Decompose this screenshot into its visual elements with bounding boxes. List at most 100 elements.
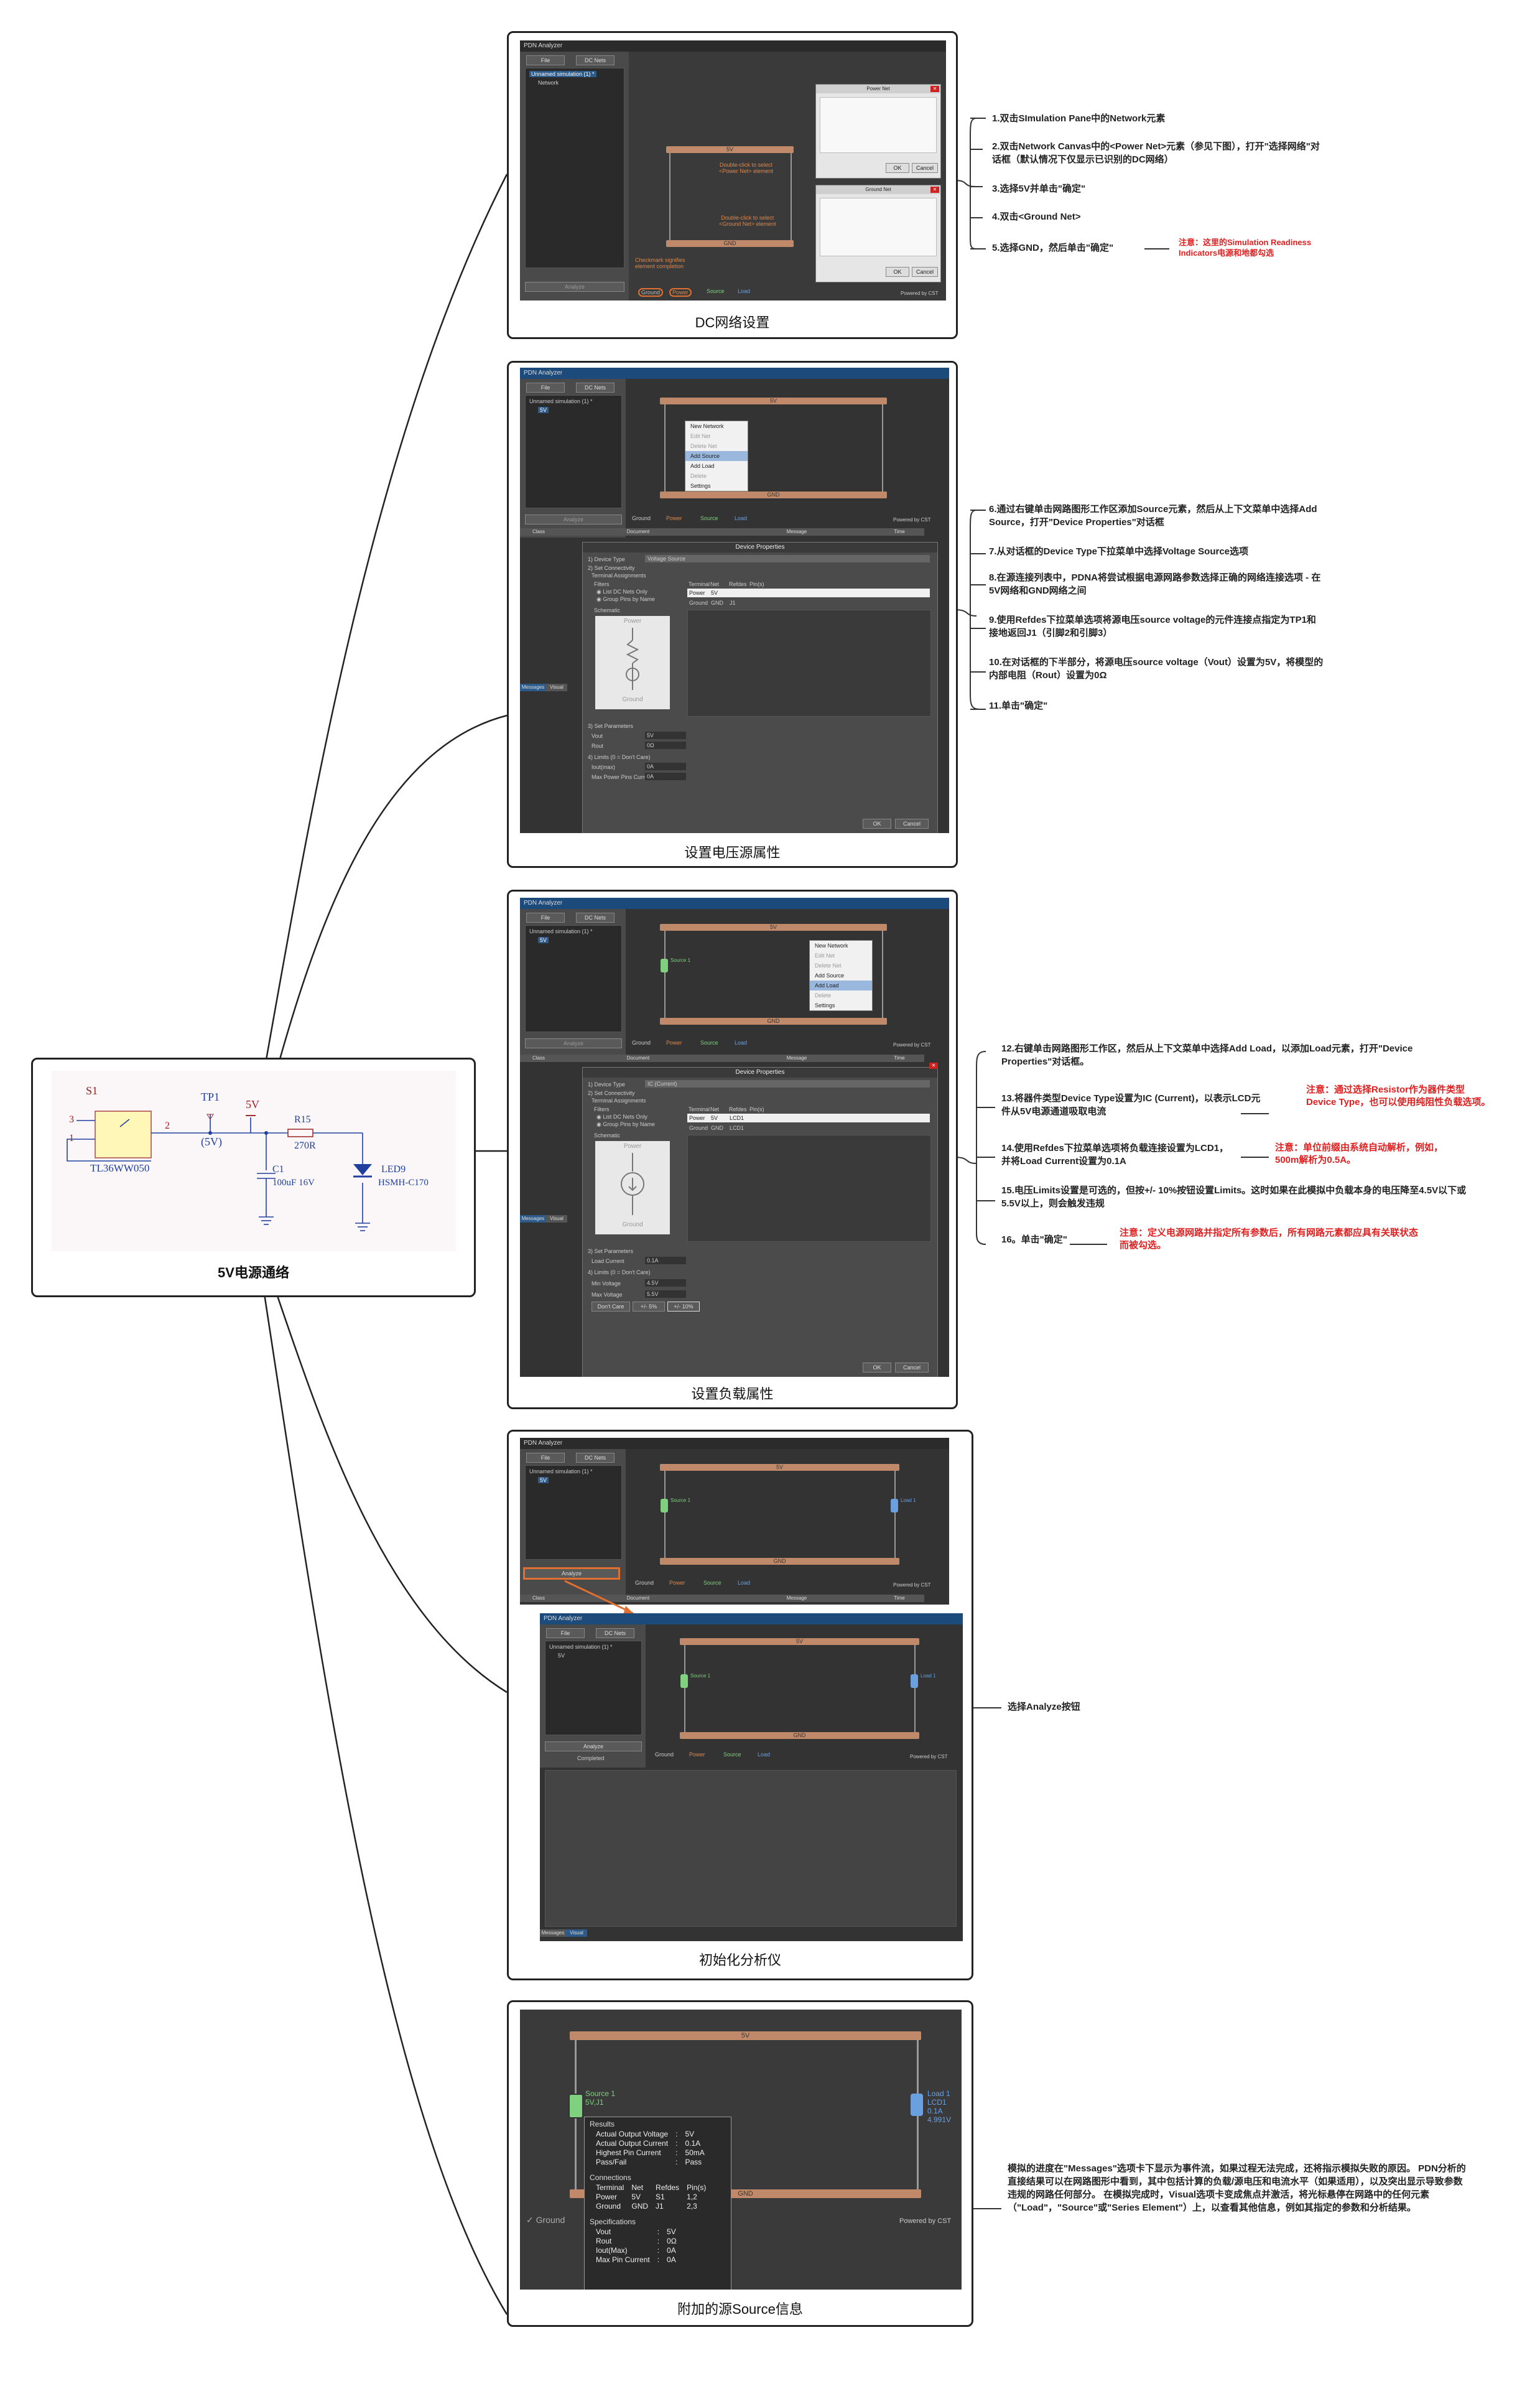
power-net-bar[interactable]: 5V bbox=[680, 1638, 919, 1645]
ctx-settings[interactable]: Settings bbox=[690, 483, 711, 489]
ground-net-bar[interactable]: GND bbox=[660, 1558, 899, 1565]
sim-tree-5v[interactable]: 5V bbox=[538, 407, 549, 413]
file-tab[interactable]: File bbox=[526, 1453, 565, 1463]
power-net-bar[interactable]: 5V bbox=[666, 146, 794, 153]
dont-care-button[interactable]: Don't Care bbox=[591, 1302, 630, 1312]
source-element[interactable] bbox=[661, 959, 668, 972]
ctx-new-network[interactable]: New Network bbox=[815, 943, 848, 949]
dc-nets-tab[interactable]: DC Nets bbox=[576, 55, 615, 65]
power-net-bar[interactable]: 5V bbox=[570, 2031, 921, 2040]
ctx-delete-net[interactable]: Delete Net bbox=[690, 443, 717, 449]
visual-tab[interactable]: Visual bbox=[546, 1215, 567, 1223]
max-pin-current-input[interactable]: 0A bbox=[645, 773, 686, 780]
list-dc-nets-option[interactable]: ◉ List DC Nets Only bbox=[596, 1114, 647, 1120]
rout-input[interactable]: 0Ω bbox=[645, 742, 686, 749]
file-tab[interactable]: File bbox=[526, 55, 565, 65]
ground-net-bar[interactable]: GND bbox=[680, 1732, 919, 1739]
power-net-list[interactable] bbox=[820, 97, 937, 153]
dc-nets-tab[interactable]: DC Nets bbox=[576, 913, 615, 923]
terminal-row-ground[interactable]: Ground GND LCD1 bbox=[689, 1125, 744, 1131]
col-document[interactable]: Document bbox=[557, 528, 719, 536]
col-message[interactable]: Message bbox=[719, 1595, 874, 1602]
pm5-button[interactable]: +/- 5% bbox=[633, 1302, 665, 1312]
source-element[interactable] bbox=[661, 1499, 668, 1512]
ground-net-bar[interactable]: GND bbox=[660, 492, 887, 498]
device-type-select[interactable]: Voltage Source bbox=[645, 555, 930, 562]
col-message[interactable]: Message bbox=[719, 528, 874, 536]
visual-tab[interactable]: Visual bbox=[566, 1929, 587, 1937]
sim-tree-5v[interactable]: 5V bbox=[558, 1652, 565, 1659]
sim-tree-root[interactable]: Unnamed simulation (1) * bbox=[529, 71, 596, 77]
col-time[interactable]: Time bbox=[874, 528, 924, 536]
ctx-add-source[interactable]: Add Source bbox=[815, 972, 845, 979]
sim-tree-5v[interactable]: 5V bbox=[538, 937, 549, 943]
analyze-button[interactable]: Analyze bbox=[525, 1038, 622, 1048]
analyze-button[interactable]: Analyze bbox=[523, 1567, 620, 1580]
messages-tab[interactable]: Messages bbox=[520, 684, 546, 691]
file-tab[interactable]: File bbox=[526, 383, 565, 393]
terminal-row-power[interactable]: Power 5V LCD1 bbox=[687, 1114, 930, 1122]
ground-net-bar[interactable]: GND bbox=[666, 240, 794, 247]
dc-nets-tab[interactable]: DC Nets bbox=[576, 383, 615, 393]
close-icon[interactable]: ✕ bbox=[930, 86, 939, 92]
sim-tree-root[interactable]: Unnamed simulation (1) * bbox=[549, 1644, 613, 1650]
sim-tree-root[interactable]: Unnamed simulation (1) * bbox=[529, 1468, 593, 1475]
pm10-button[interactable]: +/- 10% bbox=[667, 1302, 700, 1312]
close-icon[interactable]: ✕ bbox=[929, 1063, 938, 1069]
ctx-delete-net[interactable]: Delete Net bbox=[815, 962, 842, 969]
ok-button[interactable]: OK bbox=[886, 267, 909, 277]
col-class[interactable]: Class bbox=[520, 528, 557, 536]
ctx-add-source[interactable]: Add Source bbox=[685, 451, 748, 461]
col-class[interactable]: Class bbox=[520, 1055, 557, 1062]
cancel-button[interactable]: Cancel bbox=[895, 819, 929, 829]
analyze-button[interactable]: Analyze bbox=[525, 515, 622, 524]
ground-net-bar[interactable]: GND bbox=[660, 1018, 887, 1025]
cancel-button[interactable]: Cancel bbox=[912, 163, 938, 173]
device-type-select[interactable]: IC (Current) bbox=[645, 1080, 930, 1088]
list-dc-nets-option[interactable]: ◉ List DC Nets Only bbox=[596, 589, 647, 595]
power-net-bar[interactable]: 5V bbox=[660, 1464, 899, 1471]
sim-tree-5v[interactable]: 5V bbox=[538, 1477, 549, 1483]
col-class[interactable]: Class bbox=[520, 1595, 557, 1602]
vout-input[interactable]: 5V bbox=[645, 732, 686, 739]
sim-tree-root[interactable]: Unnamed simulation (1) * bbox=[529, 398, 593, 404]
ctx-edit-net[interactable]: Edit Net bbox=[690, 433, 711, 439]
visual-tab[interactable]: Visual bbox=[546, 684, 567, 691]
ok-button[interactable]: OK bbox=[863, 819, 891, 829]
sim-tree-root[interactable]: Unnamed simulation (1) * bbox=[529, 928, 593, 934]
ctx-new-network[interactable]: New Network bbox=[690, 423, 724, 429]
iout-max-input[interactable]: 0A bbox=[645, 763, 686, 770]
analyze-button[interactable]: Analyze bbox=[545, 1741, 642, 1751]
terminal-row-power[interactable]: Power 5V bbox=[687, 589, 930, 597]
col-message[interactable]: Message bbox=[719, 1055, 874, 1062]
load-element[interactable] bbox=[911, 1674, 918, 1688]
ctx-settings[interactable]: Settings bbox=[815, 1002, 835, 1009]
ctx-add-load[interactable]: Add Load bbox=[810, 981, 872, 990]
col-time[interactable]: Time bbox=[874, 1055, 924, 1062]
min-voltage-input[interactable]: 4.5V bbox=[645, 1279, 686, 1287]
dc-nets-tab[interactable]: DC Nets bbox=[576, 1453, 615, 1463]
source-element[interactable] bbox=[680, 1674, 688, 1688]
max-voltage-input[interactable]: 5.5V bbox=[645, 1290, 686, 1298]
ok-button[interactable]: OK bbox=[863, 1363, 891, 1372]
source-element[interactable] bbox=[568, 2094, 583, 2118]
col-document[interactable]: Document bbox=[557, 1055, 719, 1062]
ctx-edit-net[interactable]: Edit Net bbox=[815, 953, 835, 959]
ctx-delete[interactable]: Delete bbox=[815, 992, 832, 999]
network-item[interactable]: Network bbox=[538, 80, 559, 86]
group-pins-option[interactable]: ◉ Group Pins by Name bbox=[596, 596, 655, 602]
power-net-bar[interactable]: 5V bbox=[660, 398, 887, 404]
messages-tab[interactable]: Messages bbox=[520, 1215, 546, 1223]
load-element[interactable] bbox=[911, 2094, 923, 2116]
ctx-delete[interactable]: Delete bbox=[690, 473, 707, 479]
load-element[interactable] bbox=[891, 1499, 898, 1512]
group-pins-option[interactable]: ◉ Group Pins by Name bbox=[596, 1121, 655, 1127]
close-icon[interactable]: ✕ bbox=[930, 187, 939, 193]
power-net-bar[interactable]: 5V bbox=[660, 924, 887, 931]
file-tab[interactable]: File bbox=[546, 1628, 585, 1638]
messages-tab[interactable]: Messages bbox=[540, 1929, 566, 1937]
file-tab[interactable]: File bbox=[526, 913, 565, 923]
cancel-button[interactable]: Cancel bbox=[895, 1363, 929, 1372]
dc-nets-tab[interactable]: DC Nets bbox=[596, 1628, 634, 1638]
ground-net-list[interactable] bbox=[820, 198, 937, 256]
